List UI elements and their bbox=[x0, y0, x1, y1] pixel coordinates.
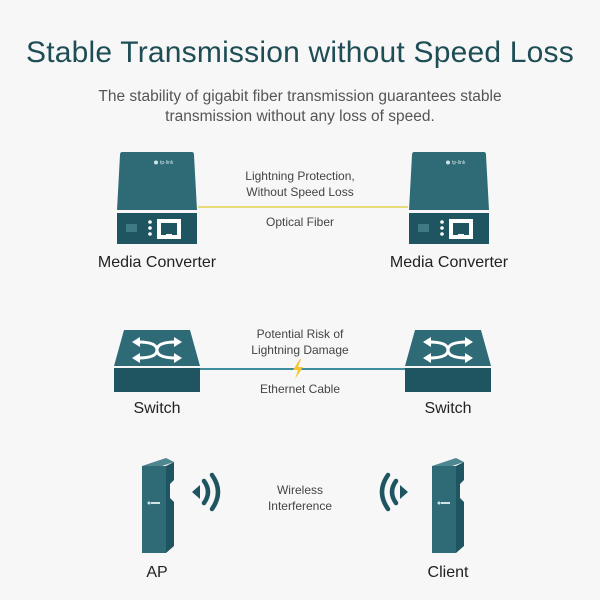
fiber-top-caption: Lightning Protection, Without Speed Loss bbox=[245, 169, 355, 199]
device-label-ap: AP bbox=[146, 564, 168, 581]
device-label-media-converter-left: Media Converter bbox=[97, 254, 217, 271]
switch-icon bbox=[405, 330, 491, 392]
ethernet-bottom-caption: Ethernet Cable bbox=[259, 382, 341, 396]
client-device bbox=[430, 458, 466, 553]
wireless-caption: Wireless Interference bbox=[267, 483, 333, 513]
svg-text:tp-link: tp-link bbox=[452, 160, 466, 166]
ethernet-top-caption: Potential Risk of Lightning Damage bbox=[251, 327, 349, 357]
device-label-switch-left: Switch bbox=[133, 400, 181, 417]
media-converter-left: tp-link bbox=[116, 152, 198, 244]
svg-text:tp-link: tp-link bbox=[160, 160, 174, 166]
device-label-switch-right: Switch bbox=[424, 400, 472, 417]
ap-device bbox=[140, 458, 176, 553]
page-title: Stable Transmission without Speed Loss bbox=[26, 36, 574, 69]
wifi-signal-right-icon bbox=[190, 472, 224, 512]
device-label-media-converter-right: Media Converter bbox=[389, 254, 509, 271]
media-converter-icon: tp-link bbox=[409, 152, 489, 244]
lightning-bolt-icon bbox=[291, 359, 305, 379]
switch-left bbox=[114, 330, 200, 392]
wifi-signal-left-icon bbox=[376, 472, 410, 512]
outdoor-cpe-icon bbox=[432, 458, 464, 553]
media-converter-icon: tp-link bbox=[117, 152, 197, 244]
optical-fiber-line bbox=[198, 206, 408, 208]
page-subtitle: The stability of gigabit fiber transmiss… bbox=[98, 88, 502, 125]
ethernet-cable-line bbox=[200, 368, 406, 370]
device-label-client: Client bbox=[427, 564, 469, 581]
fiber-bottom-caption: Optical Fiber bbox=[265, 215, 335, 229]
switch-right bbox=[405, 330, 491, 392]
switch-icon bbox=[114, 330, 200, 392]
media-converter-right: tp-link bbox=[408, 152, 490, 244]
outdoor-cpe-icon bbox=[142, 458, 174, 553]
